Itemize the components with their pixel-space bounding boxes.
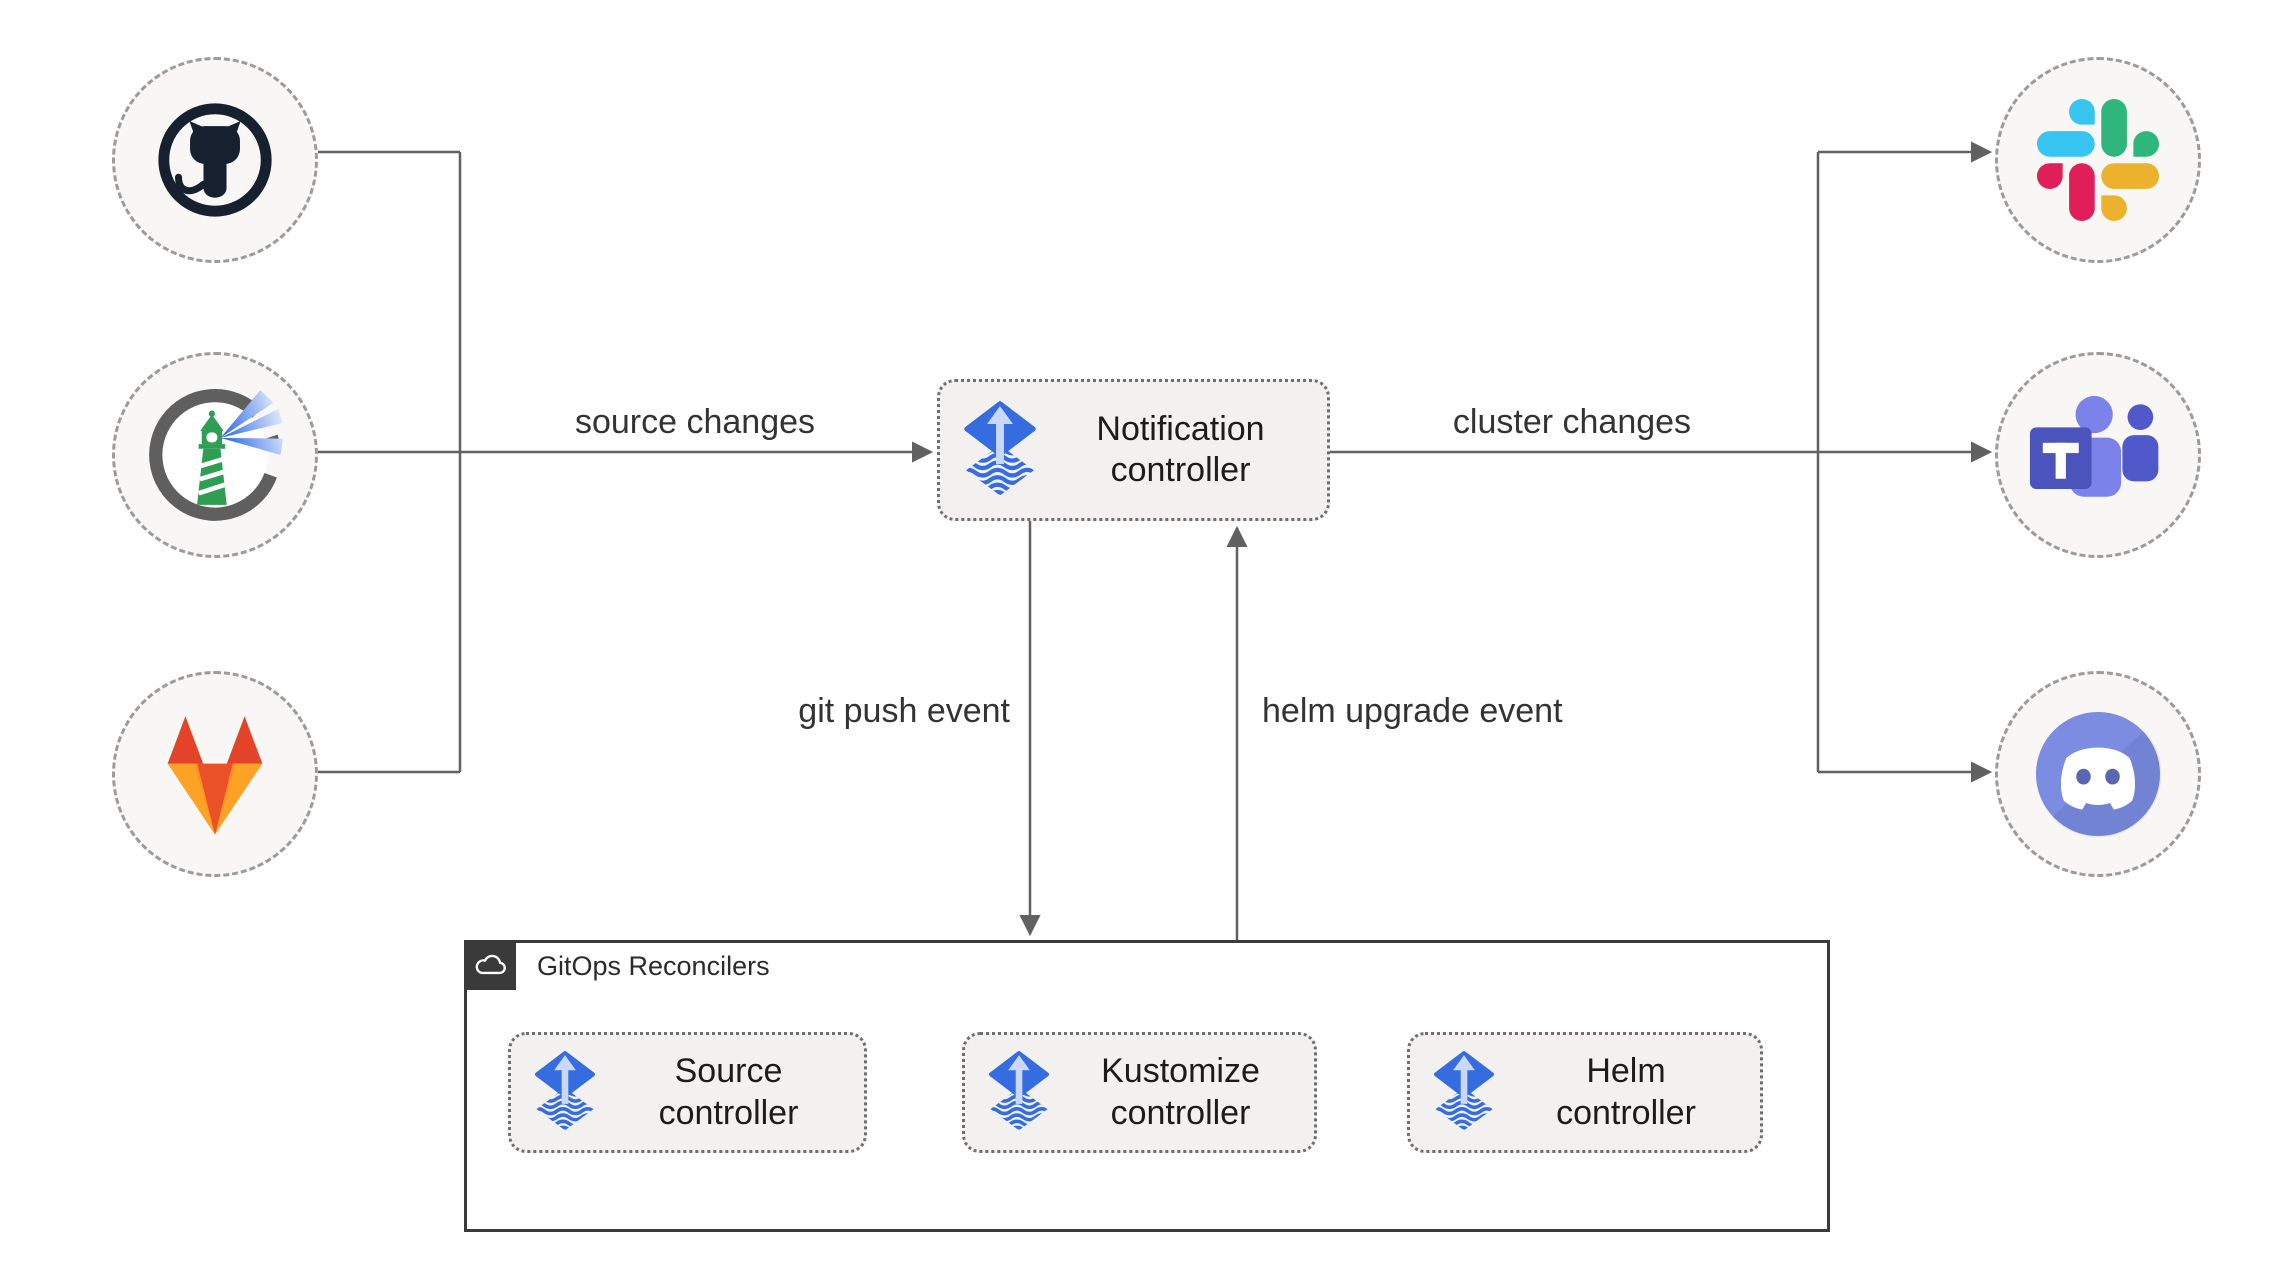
github-icon (158, 103, 272, 217)
source-controller-label: Source controller (658, 1052, 799, 1132)
flux-icon (987, 1050, 1051, 1135)
edge-label-cluster-changes: cluster changes (1452, 403, 1692, 441)
notification-controller-node: Notification controller (937, 379, 1330, 521)
discord-icon (2035, 711, 2162, 838)
target-node-slack (1995, 57, 2201, 263)
source-controller-node: Source controller (508, 1032, 867, 1153)
source-node-github (112, 57, 318, 263)
source-node-harbor (112, 352, 318, 558)
gitlab-icon (167, 716, 263, 835)
edge-label-helm-upgrade-event: helm upgrade event (1262, 692, 1563, 730)
flux-icon (533, 1050, 597, 1135)
kustomize-controller-node: Kustomize controller (962, 1032, 1317, 1153)
target-node-teams (1995, 352, 2201, 558)
source-node-gitlab (112, 671, 318, 877)
gitops-badge (464, 940, 516, 990)
harbor-lighthouse-icon (149, 389, 283, 521)
edge-label-git-push-event: git push event (798, 692, 1010, 730)
cloud-icon (475, 954, 506, 975)
notification-controller-label: Notification controller (1096, 409, 1265, 489)
target-node-discord (1995, 671, 2201, 877)
edge-label-source-changes: source changes (574, 403, 816, 441)
flux-icon (1432, 1050, 1496, 1135)
slack-icon (2037, 99, 2159, 221)
helm-controller-label: Helm controller (1556, 1052, 1696, 1132)
flux-icon (962, 400, 1038, 501)
microsoft-teams-icon (2029, 395, 2159, 497)
helm-controller-node: Helm controller (1407, 1032, 1763, 1153)
kustomize-controller-label: Kustomize controller (1101, 1052, 1260, 1132)
gitops-reconcilers-title: GitOps Reconcilers (537, 951, 770, 981)
